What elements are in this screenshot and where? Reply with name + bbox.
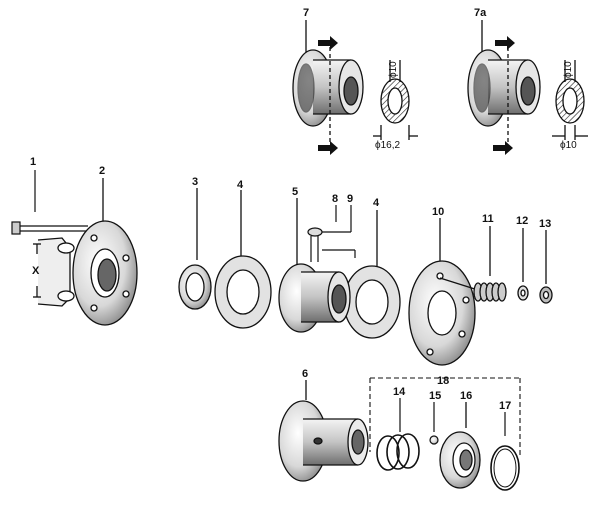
- label-part-17: 17: [499, 400, 512, 412]
- dim-7a-outer: ϕ10: [560, 140, 577, 151]
- part-1-bolt: [11, 170, 88, 235]
- dim-7-inner: ϕ10: [388, 61, 399, 78]
- dim-7a-inner: ϕ10: [563, 61, 574, 78]
- part-14-snap-rings: [376, 398, 420, 471]
- part-3-ring: [178, 188, 212, 310]
- dim-7-outer: ϕ16,2: [375, 140, 401, 151]
- label-part-7a: 7a: [474, 7, 487, 19]
- part-11-spring: [473, 226, 507, 302]
- part-7-bushing: [292, 20, 418, 155]
- part-16-sleeve: [439, 402, 481, 489]
- label-part-9: 9: [347, 193, 354, 205]
- part-6-shaft: [278, 380, 369, 482]
- section-marker-x: X: [32, 265, 40, 277]
- part-2-flange-yoke: [33, 178, 138, 326]
- part-5-hub: [278, 198, 351, 333]
- label-part-12: 12: [516, 215, 529, 227]
- part-17-ring: [490, 412, 520, 491]
- label-part-16: 16: [460, 390, 473, 402]
- label-part-4-right: 4: [373, 197, 380, 209]
- part-8-9-pin: [307, 205, 356, 262]
- label-part-5: 5: [292, 186, 299, 198]
- label-part-3: 3: [192, 176, 199, 188]
- label-part-15: 15: [429, 390, 442, 402]
- label-part-1: 1: [30, 156, 37, 168]
- part-4-gasket-right: [343, 210, 401, 339]
- group-18-bracket: [369, 377, 521, 458]
- part-12-washer: [517, 228, 529, 301]
- label-part-7: 7: [303, 7, 310, 19]
- label-part-10: 10: [432, 206, 445, 218]
- label-part-8: 8: [332, 193, 339, 205]
- part-4-gasket-left: [214, 190, 272, 329]
- label-part-6: 6: [302, 368, 309, 380]
- part-13-nut: [539, 230, 553, 304]
- part-10-flange: [408, 218, 479, 366]
- label-part-18: 18: [437, 375, 450, 387]
- label-part-2: 2: [99, 165, 106, 177]
- label-part-4-left: 4: [237, 179, 244, 191]
- part-15-ball: [429, 402, 439, 445]
- label-part-14: 14: [393, 386, 406, 398]
- part-7a-bushing: [467, 20, 588, 155]
- label-part-13: 13: [539, 218, 552, 230]
- label-part-11: 11: [482, 213, 494, 225]
